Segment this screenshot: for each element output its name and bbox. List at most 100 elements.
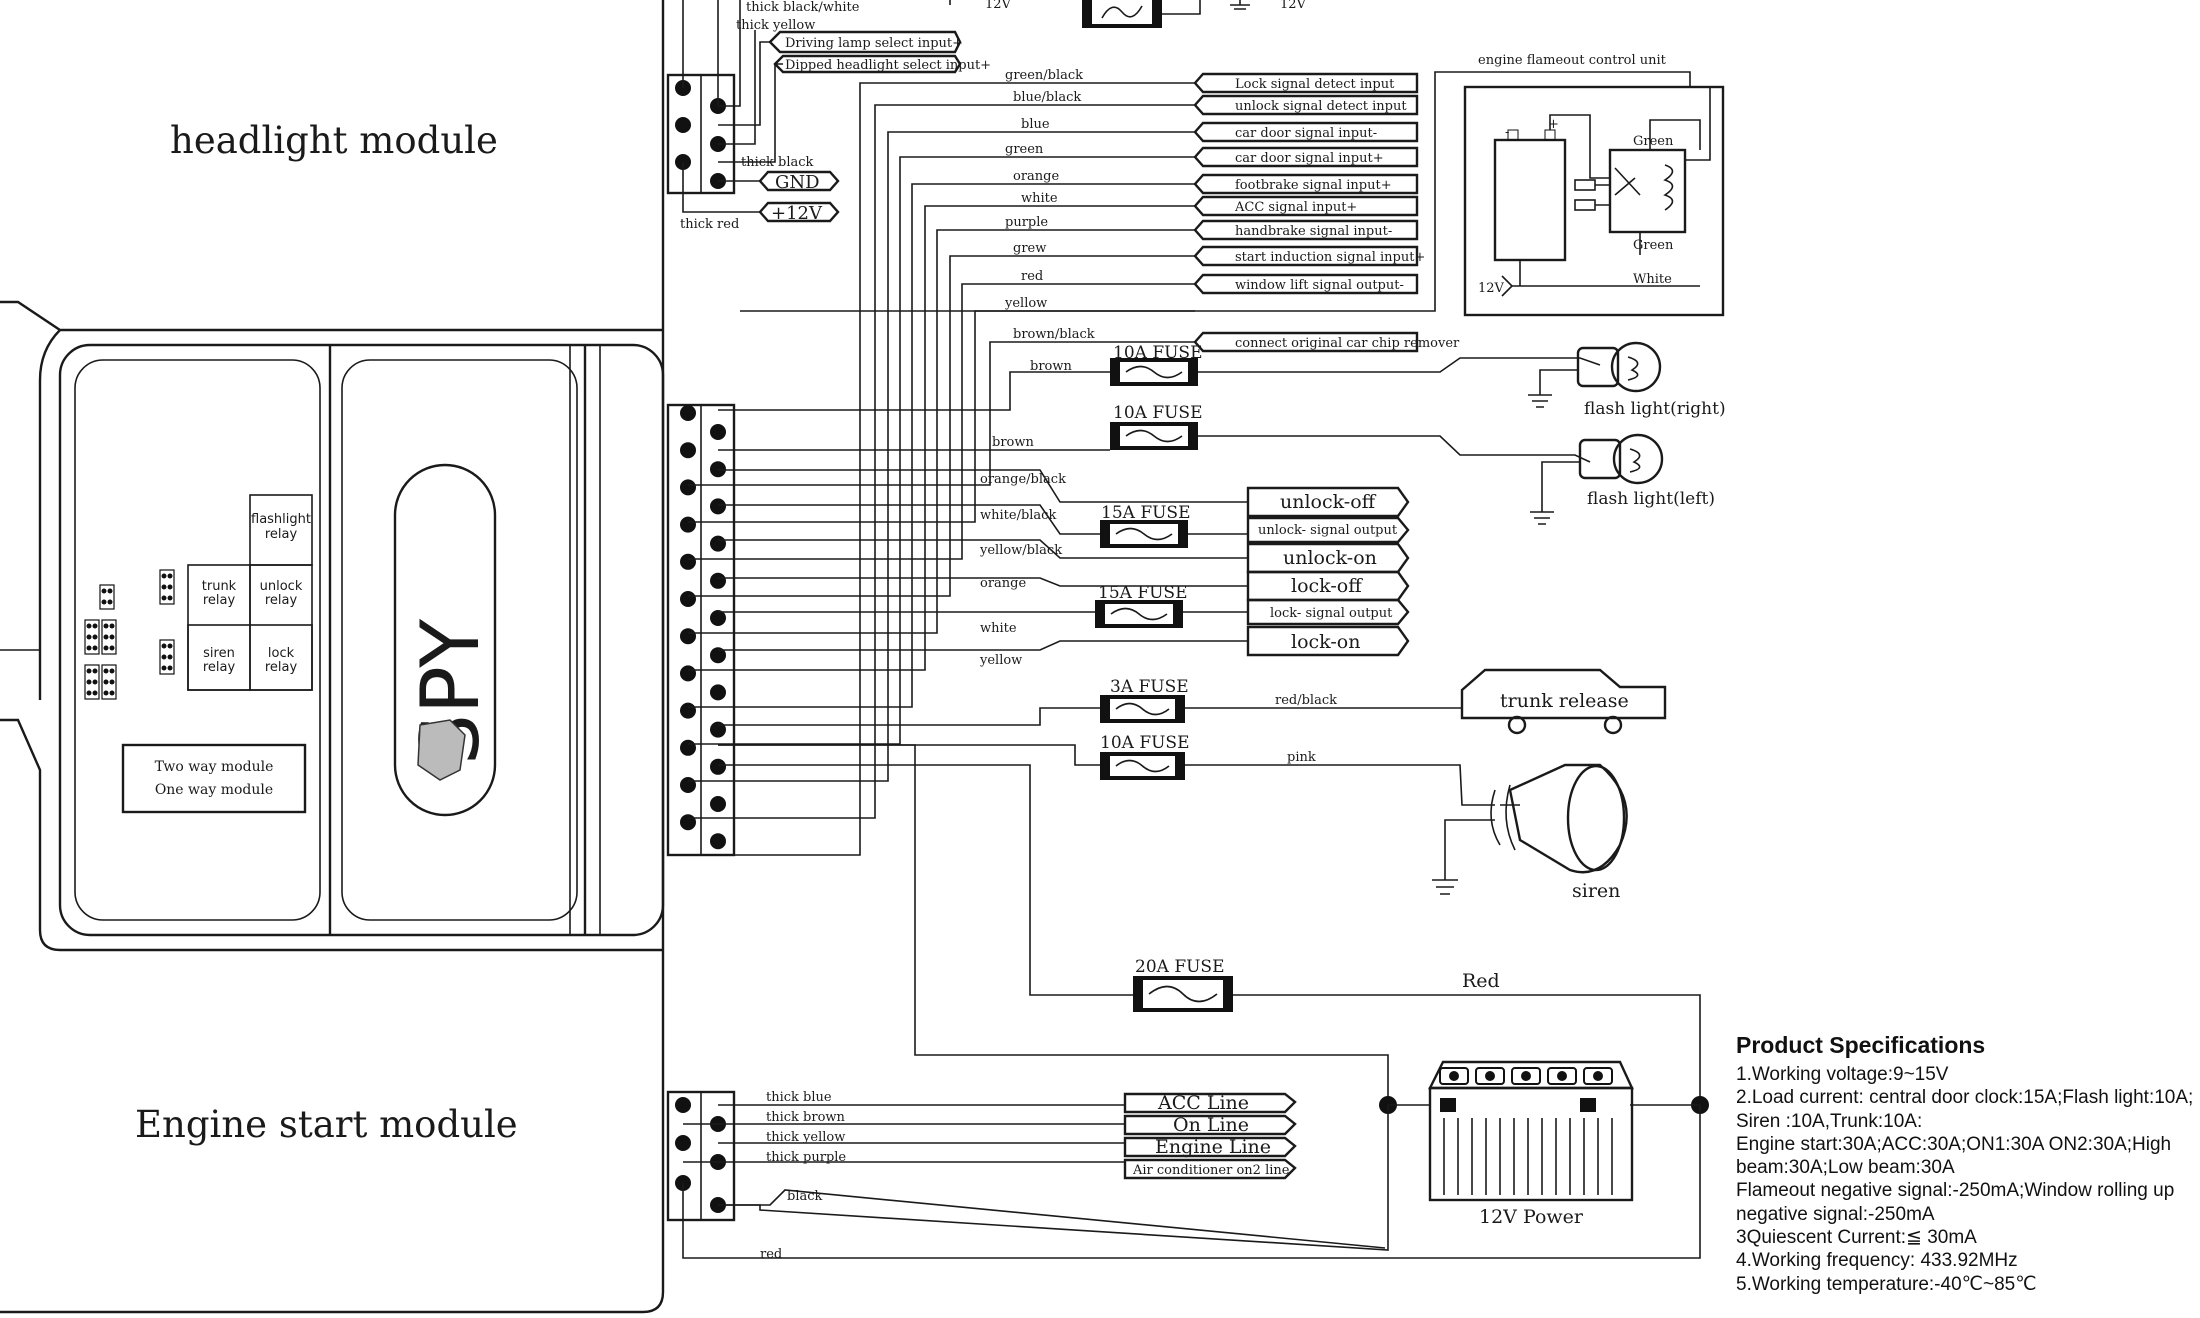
spec-line: Siren :10A,Trunk:10A:: [1736, 1110, 1923, 1132]
top-12v-1: 12V: [985, 0, 1012, 12]
fuse-3a: 3A FUSE: [1110, 677, 1189, 697]
main-connector: [666, 403, 736, 857]
wire-yellow: yellow: [979, 653, 1022, 668]
wire-thick-red: thick red: [680, 217, 739, 232]
on-line: On Line: [1173, 1114, 1249, 1136]
spec-line: 4.Working frequency: 433.92MHz: [1736, 1250, 2018, 1272]
pin: [680, 553, 696, 570]
spec-line: 5.Working temperature:-40℃~85℃: [1736, 1273, 2037, 1295]
spec-line: 3Quiescent Current:≦ 30mA: [1736, 1227, 1977, 1249]
siren-relay-l1: siren: [203, 646, 235, 661]
flameout-green-1: Green: [1633, 134, 1674, 149]
signal-wire-color: purple: [1005, 215, 1048, 230]
output-box: [1246, 570, 1410, 602]
wire-thick-purple: thick purple: [766, 1150, 846, 1165]
one-way-module: One way module: [155, 782, 273, 798]
wire-thick-yellow: thick yellow: [736, 18, 815, 33]
pin: [680, 516, 696, 533]
product-specifications: Product Specifications 1.Working voltage…: [1736, 1032, 2196, 1296]
main-unit: [0, 0, 665, 1314]
signal-label-box: [1193, 72, 1419, 94]
unlock-on: unlock-on: [1283, 547, 1377, 569]
battery-label: 12V Power: [1479, 1206, 1584, 1228]
fuse-20a: 20A FUSE: [1135, 957, 1225, 977]
signal-label-box: [1193, 94, 1419, 116]
signal-label-box: [1193, 121, 1419, 143]
pin: [680, 739, 696, 756]
signal-label: Lock signal detect input: [1235, 77, 1395, 92]
pin: [710, 833, 726, 850]
signal-label-box: [1193, 219, 1419, 241]
signal-wire-color: white: [1021, 191, 1058, 206]
signal-wire: [688, 104, 1195, 819]
trunk-relay-l1: trunk: [202, 579, 237, 594]
wire-white: white: [980, 621, 1017, 636]
unlock-relay-l1: unlock: [260, 579, 303, 594]
output-box: [1246, 625, 1410, 657]
signal-wire-color: green/black: [1005, 68, 1083, 83]
signal-label: car door signal input+: [1235, 151, 1384, 166]
flameout-unit: engine flameout control unit - + Green G…: [740, 53, 1725, 317]
flameout-green-2: Green: [1633, 238, 1674, 253]
wire-thick-blue: thick blue: [766, 1090, 832, 1105]
flash-brown-1: brown: [1030, 359, 1072, 374]
pin: [710, 758, 726, 775]
signal-label-box: [1193, 195, 1419, 217]
signal-label: footbrake signal input+: [1235, 178, 1392, 193]
signal-wire: [688, 255, 1195, 597]
shield-icon: [417, 719, 466, 781]
fuses: [1095, 358, 1233, 1012]
output-box: [1246, 516, 1410, 544]
acc-line: ACC Line: [1157, 1092, 1249, 1114]
signal-label-box: [1193, 331, 1419, 353]
air-conditioner-line: Air conditioner on2 line: [1132, 1163, 1290, 1178]
fuse-10a-siren: 10A FUSE: [1100, 733, 1190, 753]
gnd-label: GND: [775, 172, 820, 193]
fuse-15a-2: 15A FUSE: [1098, 583, 1188, 603]
unlock-relay-l2: relay: [265, 593, 298, 608]
engine-connector: [666, 1090, 736, 1222]
trunk-relay-l2: relay: [203, 593, 236, 608]
signal-wire-color: grew: [1013, 241, 1046, 256]
pin: [680, 702, 696, 719]
wire-thick-black: thick black: [741, 155, 814, 170]
pin: [710, 424, 726, 440]
engine-start-module-title: Engine start module: [135, 1103, 518, 1146]
pin: [710, 721, 726, 738]
signal-label: connect original car chip remover: [1235, 336, 1460, 351]
signal-wire: [688, 283, 1195, 560]
pin: [680, 405, 696, 421]
signal-label: start induction signal input+: [1235, 250, 1425, 265]
pin: [680, 479, 696, 496]
wire-black: black: [787, 1189, 823, 1204]
signal-wire-color: red: [1021, 269, 1043, 284]
spec-line: 2.Load current: central door clock:15A;F…: [1736, 1087, 2194, 1109]
pin: [710, 572, 726, 589]
signal-wire: [688, 131, 1195, 782]
pin: [680, 814, 696, 831]
pin: [680, 777, 696, 793]
flash-lights: brown 10A FUSE brown 10A FUSE flash ligh…: [718, 341, 1726, 525]
pin: [710, 535, 726, 552]
signal-wire-color: blue/black: [1013, 90, 1081, 105]
wire-pink: pink: [1287, 750, 1316, 765]
siren-label: siren: [1572, 880, 1620, 902]
signal-label: handbrake signal input-: [1235, 224, 1392, 239]
spy-logo: SPY: [393, 463, 497, 817]
flash-brown-2: brown: [992, 435, 1034, 450]
svg-text:+: +: [1548, 117, 1559, 132]
plus-12v-label: +12V: [771, 203, 823, 224]
signal-label-box: [1193, 146, 1419, 168]
pin: [680, 665, 696, 682]
svg-text:-: -: [1505, 125, 1509, 140]
flameout-white: White: [1633, 272, 1672, 287]
signal-label-box: [1193, 173, 1419, 195]
unlock-signal-output: unlock- signal output: [1258, 523, 1398, 538]
specs-title: Product Specifications: [1736, 1032, 1986, 1058]
signal-label-box: [1193, 245, 1419, 267]
signal-wire-color: blue: [1021, 117, 1050, 132]
engine-line: Engine Line: [1155, 1136, 1271, 1158]
wire-red-engine: red: [760, 1247, 782, 1262]
